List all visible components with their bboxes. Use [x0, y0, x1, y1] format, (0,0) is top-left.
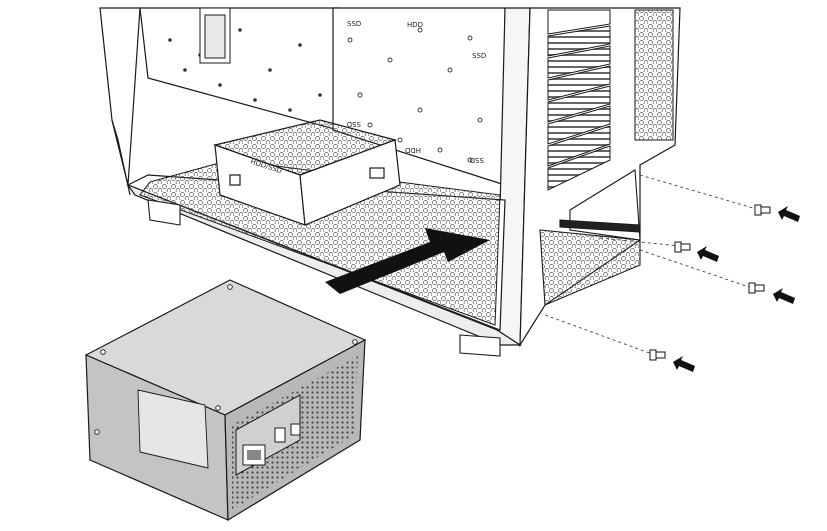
power-supply-unit: [84, 279, 367, 522]
standoff-holes: [168, 28, 322, 112]
hdd-ssd-cage: [212, 119, 401, 226]
cable-cutout: [199, 7, 231, 64]
insertion-arrow: [325, 228, 490, 294]
label-ssd-top-left: SSD: [347, 20, 361, 28]
screw-1: [754, 204, 771, 216]
push-arrow-2: [697, 246, 719, 262]
expansion-slots: [547, 9, 611, 191]
label-ssd-top-right: SSD: [472, 52, 486, 60]
case-feet: [147, 199, 501, 357]
label-ssd-bottom-right: SSD: [470, 156, 484, 164]
label-hdd-bottom: HDD: [405, 146, 421, 154]
psu-mount-bracket: [539, 169, 641, 306]
rear-vent-mesh: [634, 9, 674, 141]
screw-3: [748, 282, 765, 294]
label-hdd-top: HDD: [407, 21, 423, 29]
push-arrow-4: [673, 356, 695, 372]
screw-guides: [544, 174, 761, 356]
screw-4: [649, 349, 666, 361]
case-left-frame: [99, 7, 141, 186]
label-ssd-mid-left: SSD: [347, 120, 361, 128]
psu-label-sticker: [137, 389, 209, 469]
drive-plate-holes: [347, 27, 483, 163]
push-arrow-1: [778, 206, 800, 222]
case-left-wall: [111, 119, 131, 196]
push-arrow-3: [773, 288, 795, 304]
screw-2: [674, 241, 691, 253]
psu-power-switch: [274, 427, 286, 443]
motherboard-tray: [139, 7, 339, 131]
